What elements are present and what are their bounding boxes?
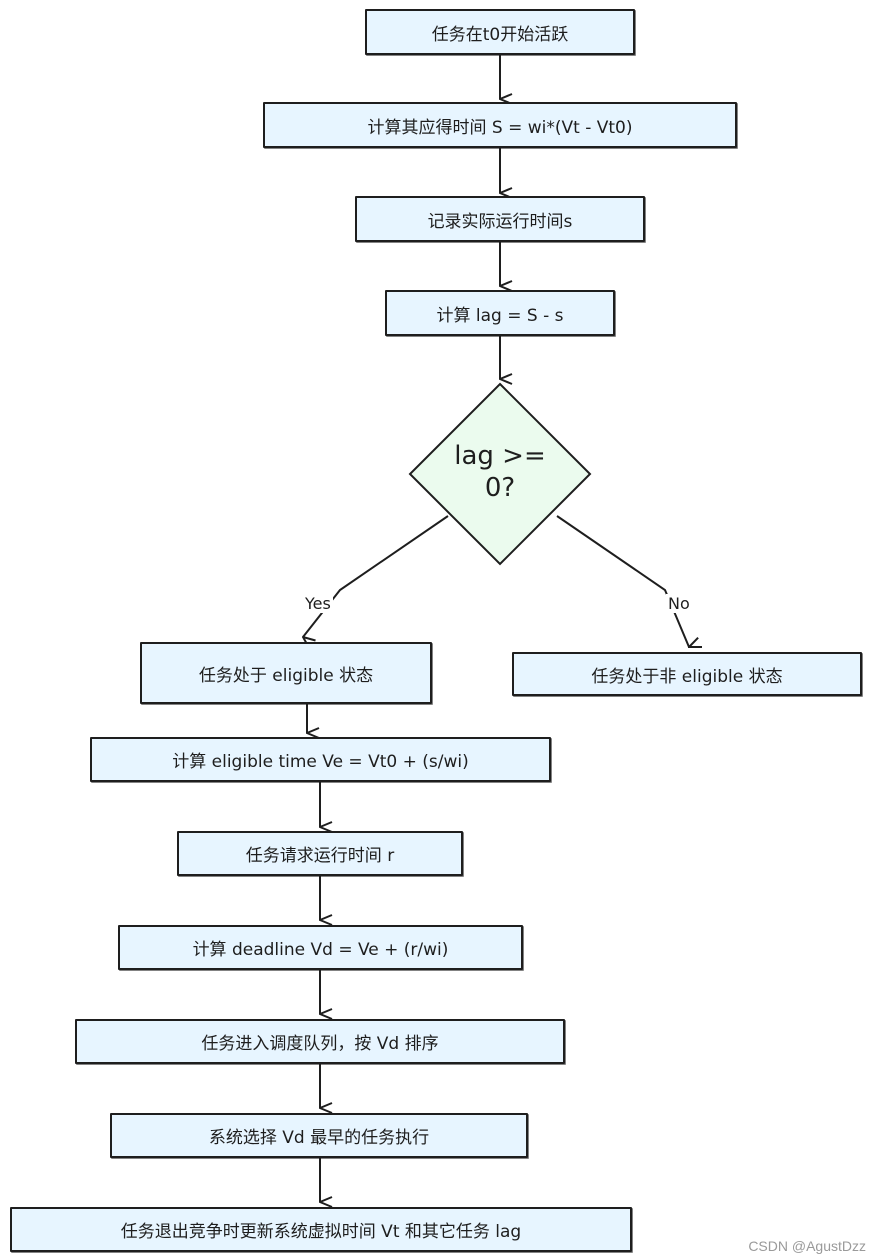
node-select-earliest: 系统选择 Vd 最早的任务执行 bbox=[110, 1113, 528, 1158]
watermark: CSDN @AgustDzz bbox=[748, 1238, 866, 1254]
node-actual-runtime: 记录实际运行时间s bbox=[355, 196, 645, 242]
node-enqueue: 任务进入调度队列，按 Vd 排序 bbox=[75, 1019, 565, 1064]
node-request-runtime: 任务请求运行时间 r bbox=[177, 831, 463, 876]
node-eligible: 任务处于 eligible 状态 bbox=[140, 642, 432, 704]
node-not-eligible: 任务处于非 eligible 状态 bbox=[512, 652, 862, 696]
node-compute-lag: 计算 lag = S - s bbox=[385, 290, 615, 336]
edge-label-no: No bbox=[666, 594, 692, 613]
node-deadline: 计算 deadline Vd = Ve + (r/wi) bbox=[118, 925, 523, 970]
arrow-yes bbox=[303, 515, 449, 637]
edge-label-yes: Yes bbox=[303, 594, 333, 613]
node-exit-update: 任务退出竞争时更新系统虚拟时间 Vt 和其它任务 lag bbox=[10, 1207, 632, 1252]
decision-label: lag >= 0? bbox=[454, 441, 546, 503]
node-entitled-time: 计算其应得时间 S = wi*(Vt - Vt0) bbox=[263, 102, 737, 148]
arrow-no bbox=[556, 515, 689, 647]
decision-diamond bbox=[408, 382, 592, 566]
node-task-active: 任务在t0开始活跃 bbox=[365, 9, 635, 55]
node-eligible-time: 计算 eligible time Ve = Vt0 + (s/wi) bbox=[90, 737, 551, 782]
